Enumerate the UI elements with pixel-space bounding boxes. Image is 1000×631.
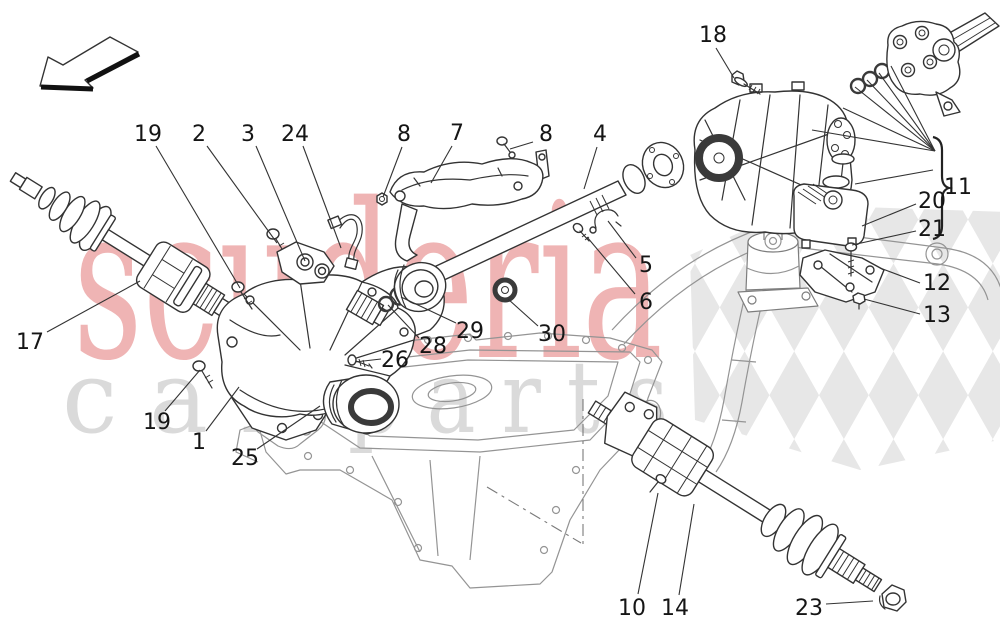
shield-nut-8 <box>376 192 388 206</box>
leader-line-19 <box>155 145 241 289</box>
bolt-19-top <box>231 281 253 310</box>
callout-label-21: 21 <box>918 217 946 242</box>
leader-line-4 <box>583 146 598 190</box>
callout-label-18: 18 <box>699 23 727 48</box>
leader-line-1 <box>205 386 240 432</box>
leader-line-13 <box>863 298 921 315</box>
callout-label-7: 7 <box>450 121 464 146</box>
leader-line-14 <box>678 503 695 596</box>
group-brace-11 <box>932 135 953 241</box>
leader-line-5 <box>607 220 637 259</box>
coupling-unit-drawing <box>886 12 1000 117</box>
leader-line-18 <box>715 47 735 79</box>
callout-label-24: 24 <box>281 122 309 147</box>
group-11-lines <box>811 65 953 241</box>
snap-ring-28 <box>377 295 395 313</box>
callout-label-17: 17 <box>16 330 44 355</box>
group-fan-line-4 <box>842 107 936 152</box>
center-line-diagonal <box>486 486 582 544</box>
bolt-6 <box>572 222 590 242</box>
leader-line-21 <box>851 230 917 246</box>
callout-label-3: 3 <box>241 122 255 147</box>
left-axle-shaft <box>9 172 231 318</box>
callout-label-11: 11 <box>944 175 972 200</box>
leader-line-7 <box>430 145 453 184</box>
callout-label-19: 19 <box>143 410 171 435</box>
leader-line-28 <box>387 304 420 339</box>
bolt-18 <box>731 70 761 95</box>
nut-13 <box>852 292 866 310</box>
leader-line-19 <box>164 369 201 412</box>
group-extra-line-0 <box>854 169 934 185</box>
callout-label-30: 30 <box>538 322 566 347</box>
leader-line-29 <box>400 296 457 324</box>
leader-line-6 <box>586 236 636 295</box>
group-fan-line-2 <box>878 72 936 152</box>
callout-label-6: 6 <box>639 290 653 315</box>
output-coupling <box>322 374 400 435</box>
callout-label-26: 26 <box>381 348 409 373</box>
leader-line-26 <box>354 358 382 363</box>
direction-arrow <box>39 36 141 92</box>
group-fan-line-3 <box>890 65 936 152</box>
heat-shield <box>389 149 550 262</box>
group-fan-line-5 <box>811 129 936 152</box>
leader-line-17 <box>46 280 141 333</box>
group-fan-line-1 <box>866 79 936 152</box>
callout-label-13: 13 <box>923 303 951 328</box>
seal-30 <box>492 277 518 303</box>
leader-line-2 <box>206 145 278 244</box>
callout-label-19: 19 <box>134 122 162 147</box>
leader-line-10 <box>637 492 659 595</box>
bolt-10 <box>649 473 667 493</box>
callout-label-29: 29 <box>456 319 484 344</box>
callout-label-2: 2 <box>192 122 206 147</box>
leader-line-25 <box>256 405 321 450</box>
callout-label-8: 8 <box>539 122 553 147</box>
bracket-12 <box>799 249 885 303</box>
leader-line-12 <box>879 267 921 284</box>
leader-line-20 <box>861 203 917 227</box>
callout-label-10: 10 <box>618 596 646 621</box>
leader-line-8 <box>382 146 403 198</box>
leader-line-30 <box>507 298 539 327</box>
callout-label-25: 25 <box>231 446 259 471</box>
callout-label-28: 28 <box>419 334 447 359</box>
callout-label-4: 4 <box>593 122 607 147</box>
leader-line-8 <box>509 141 534 150</box>
actuator-drawing <box>793 153 869 249</box>
driveshaft <box>393 141 685 313</box>
callout-label-12: 12 <box>923 271 951 296</box>
callout-label-5: 5 <box>639 253 653 278</box>
callout-label-1: 1 <box>192 430 206 455</box>
washer-2 <box>861 70 879 88</box>
callout-label-14: 14 <box>661 596 689 621</box>
washer-1 <box>849 77 867 95</box>
callout-label-8: 8 <box>397 122 411 147</box>
callout-label-23: 23 <box>795 596 823 621</box>
nut-23 <box>878 584 907 612</box>
bushing-bracket-3 <box>276 241 335 285</box>
shield-bolt-8 <box>496 136 516 159</box>
leader-line-24 <box>302 145 342 249</box>
callout-label-20: 20 <box>918 189 946 214</box>
breather-pipe-24 <box>327 214 363 271</box>
leader-line-3 <box>255 145 306 262</box>
group-fan-line-0 <box>854 86 936 152</box>
right-axle-shaft <box>587 391 883 593</box>
leader-line-23 <box>825 600 874 605</box>
clamp-5 <box>589 209 622 234</box>
